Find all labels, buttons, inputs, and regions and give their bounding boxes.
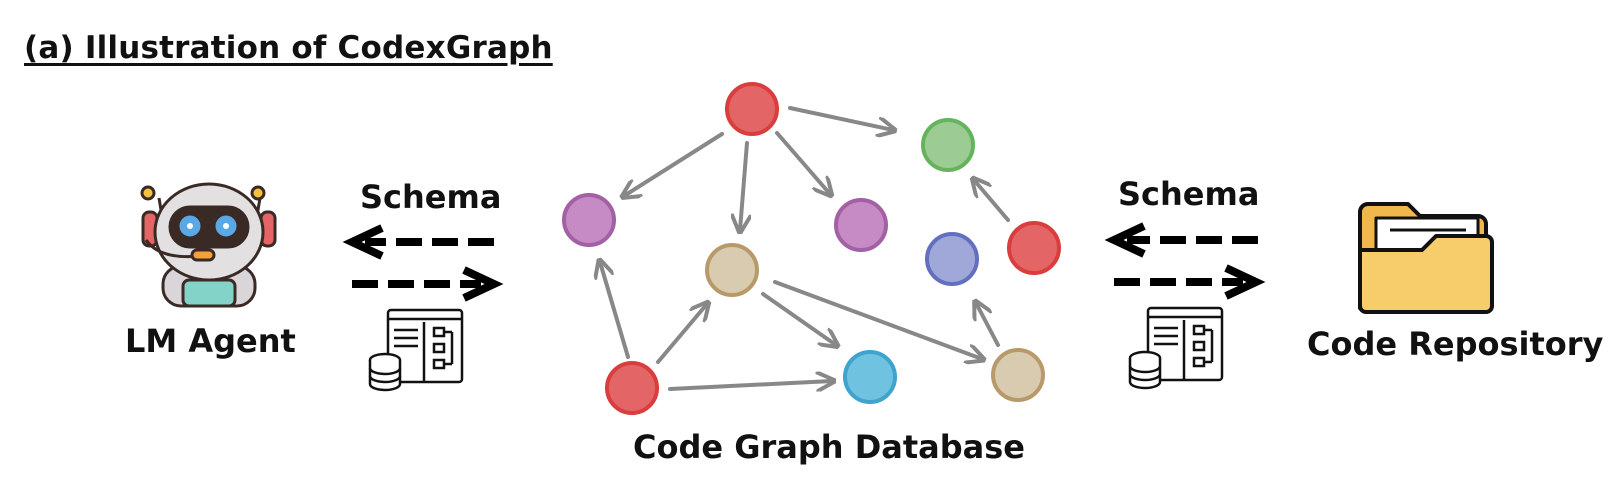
schema-label-right: Schema bbox=[1118, 175, 1260, 213]
graph-node bbox=[605, 361, 659, 415]
graph-node bbox=[1007, 221, 1061, 275]
graph-nodes bbox=[562, 82, 1061, 415]
schema-label-left: Schema bbox=[360, 178, 502, 216]
graph-node bbox=[921, 118, 975, 172]
code-graph-database-label: Code Graph Database bbox=[633, 428, 1025, 466]
graph-node bbox=[562, 193, 616, 247]
graph-edges bbox=[600, 106, 1010, 389]
graph-node bbox=[843, 350, 897, 404]
graph-node bbox=[725, 82, 779, 136]
folder-icon bbox=[1358, 202, 1494, 314]
left-arrows bbox=[342, 224, 504, 302]
graph-node bbox=[991, 348, 1045, 402]
figure-title: (a) Illustration of CodexGraph bbox=[24, 30, 553, 66]
code-repository-label: Code Repository bbox=[1307, 325, 1604, 363]
graph-node bbox=[925, 232, 979, 286]
right-arrows bbox=[1104, 222, 1266, 300]
robot-agent-icon bbox=[140, 182, 277, 308]
graph-node bbox=[834, 198, 888, 252]
lm-agent-label: LM Agent bbox=[125, 322, 296, 360]
database-schema-icon bbox=[368, 308, 464, 392]
graph-node bbox=[705, 243, 759, 297]
database-schema-icon-right bbox=[1128, 306, 1224, 390]
